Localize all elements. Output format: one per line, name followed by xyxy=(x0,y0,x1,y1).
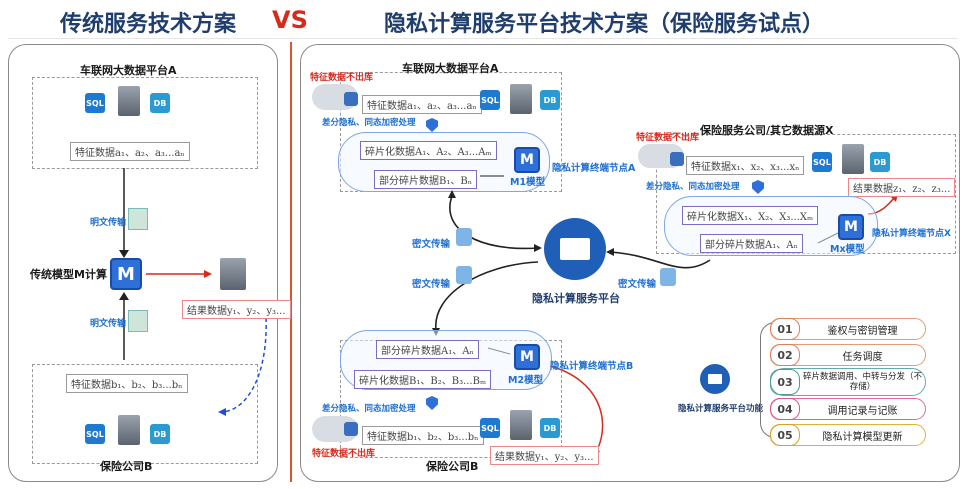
lock-icon xyxy=(660,268,676,286)
company-x-result: 结果数据z₁、z₂、z₃... xyxy=(848,178,956,197)
cipher-label-b: 密文传输 xyxy=(412,279,451,290)
server-icon xyxy=(220,258,246,290)
function-num: 01 xyxy=(770,318,800,340)
db-icon: DB xyxy=(540,418,560,438)
left-model-label: 传统模型M计算 xyxy=(30,268,107,281)
function-text: 碎片数据调用、中转与分发（不存储） xyxy=(802,372,922,392)
db-icon: DB xyxy=(870,152,890,172)
company-b-result: 结果数据y₁、y₂、y₃... xyxy=(490,446,599,465)
node-b-fragments: 碎片化数据B₁、B₂、B₃...Bₘ xyxy=(354,370,492,389)
function-text: 调用记录与记账 xyxy=(827,405,898,417)
lock-icon xyxy=(344,422,358,436)
function-item-05: 05 隐私计算模型更新 xyxy=(770,424,926,446)
left-features-b: 特征数据b₁、b₂、b₃...bₙ xyxy=(66,374,188,393)
left-platform-a-label: 车联网大数据平台A xyxy=(80,64,177,77)
node-x-fragments: 碎片化数据X₁、X₂、X₃...Xₘ xyxy=(682,206,819,225)
left-platform-a-box xyxy=(32,77,258,169)
sql-database-icon: SQL xyxy=(85,424,105,444)
node-b-label: 隐私计算终端节点B xyxy=(550,361,634,372)
node-a-fragments: 碎片化数据A₁、A₂、A₃...Aₘ xyxy=(360,141,497,160)
function-text: 任务调度 xyxy=(842,351,883,363)
company-x-features: 特征数据x₁、x₂、x₃...xₙ xyxy=(686,156,805,175)
server-icon xyxy=(510,84,532,114)
function-text: 鉴权与密钥管理 xyxy=(827,325,898,337)
function-num: 05 xyxy=(770,424,800,446)
left-features-a: 特征数据a₁、a₂、a₃...aₙ xyxy=(70,142,190,161)
sql-database-icon: SQL xyxy=(480,90,500,110)
title-bar-bg xyxy=(8,38,958,39)
db-icon: DB xyxy=(540,90,560,110)
company-x-no-leave: 特征数据不出库 xyxy=(636,133,700,143)
left-arrows xyxy=(119,168,267,416)
platform-a-dp: 差分隐私、同态加密处理 xyxy=(322,118,416,128)
node-b-partial-a: 部分碎片数据A₁、Aₙ xyxy=(376,340,479,359)
center-divider xyxy=(290,42,292,482)
platform-a-label: 车联网大数据平台A xyxy=(402,62,499,75)
server-icon xyxy=(118,86,140,116)
mx-model-label: Mx模型 xyxy=(830,244,865,255)
node-x-label: 隐私计算终端节点X xyxy=(872,229,951,239)
vs-label: VS xyxy=(272,6,308,34)
left-company-b-box xyxy=(32,364,258,464)
platform-a-features: 特征数据a₁、a₂、a₃...aₙ xyxy=(362,95,482,114)
m2-model-label: M2模型 xyxy=(508,375,544,386)
document-icon xyxy=(128,208,148,230)
left-plaintext-top: 明文传输 xyxy=(90,218,127,228)
monitor-icon xyxy=(544,218,606,280)
sql-database-icon: SQL xyxy=(812,152,832,172)
server-icon xyxy=(510,410,532,440)
company-b-dp: 差分隐私、同态加密处理 xyxy=(322,404,416,414)
left-title: 传统服务技术方案 xyxy=(60,12,237,37)
chip-icon: M xyxy=(110,258,142,290)
lock-icon xyxy=(456,228,472,246)
shield-icon xyxy=(752,180,764,194)
company-b-features: 特征数据b₁、b₂、b₃...bₙ xyxy=(362,426,484,445)
monitor-icon xyxy=(700,364,730,394)
function-item-03: 03 碎片数据调用、中转与分发（不存储） xyxy=(770,368,926,396)
function-text: 隐私计算模型更新 xyxy=(822,431,903,443)
center-platform-label: 隐私计算服务平台 xyxy=(532,292,620,305)
m1-model-label: M1模型 xyxy=(510,177,546,188)
function-item-02: 02 任务调度 xyxy=(770,344,926,366)
function-num: 04 xyxy=(770,398,800,420)
db-icon: DB xyxy=(150,424,170,444)
node-x-partial-a: 部分碎片数据A₁、Aₙ xyxy=(700,234,803,253)
right-title: 隐私计算服务平台技术方案（保险服务试点） xyxy=(384,12,825,37)
company-x-dp: 差分隐私、同态加密处理 xyxy=(646,182,740,192)
lock-icon xyxy=(670,152,684,166)
company-x-label: 保险服务公司/其它数据源X xyxy=(700,124,834,137)
left-plaintext-bottom: 明文传输 xyxy=(90,319,127,329)
left-result-box: 结果数据y₁、y₂、y₃... xyxy=(182,300,291,319)
server-icon xyxy=(842,144,864,174)
shield-icon xyxy=(426,118,438,132)
server-icon xyxy=(118,415,140,445)
function-num: 03 xyxy=(770,369,800,395)
left-company-b-label: 保险公司B xyxy=(100,460,153,473)
functions-label: 隐私计算服务平台功能 xyxy=(678,404,764,414)
lock-icon xyxy=(344,92,358,106)
function-num: 02 xyxy=(770,344,800,366)
node-a-label: 隐私计算终端节点A xyxy=(552,163,636,174)
db-icon: DB xyxy=(150,93,170,113)
company-b-label: 保险公司B xyxy=(426,460,479,473)
company-b-no-leave: 特征数据不出库 xyxy=(312,449,376,459)
sql-database-icon: SQL xyxy=(85,93,105,113)
function-item-04: 04 调用记录与记账 xyxy=(770,398,926,420)
platform-a-no-leave: 特征数据不出库 xyxy=(310,73,374,83)
function-item-01: 01 鉴权与密钥管理 xyxy=(770,318,926,340)
shield-icon xyxy=(426,396,438,410)
sql-database-icon: SQL xyxy=(480,418,500,438)
cipher-label-x: 密文传输 xyxy=(618,279,657,290)
chip-icon: M xyxy=(514,147,540,173)
chip-icon: M xyxy=(514,344,540,370)
document-icon xyxy=(128,310,148,332)
node-a-partial-b: 部分碎片数据B₁、Bₙ xyxy=(374,170,478,189)
chip-icon: M xyxy=(838,214,864,240)
cipher-label-a: 密文传输 xyxy=(412,239,451,250)
lock-icon xyxy=(456,266,472,284)
